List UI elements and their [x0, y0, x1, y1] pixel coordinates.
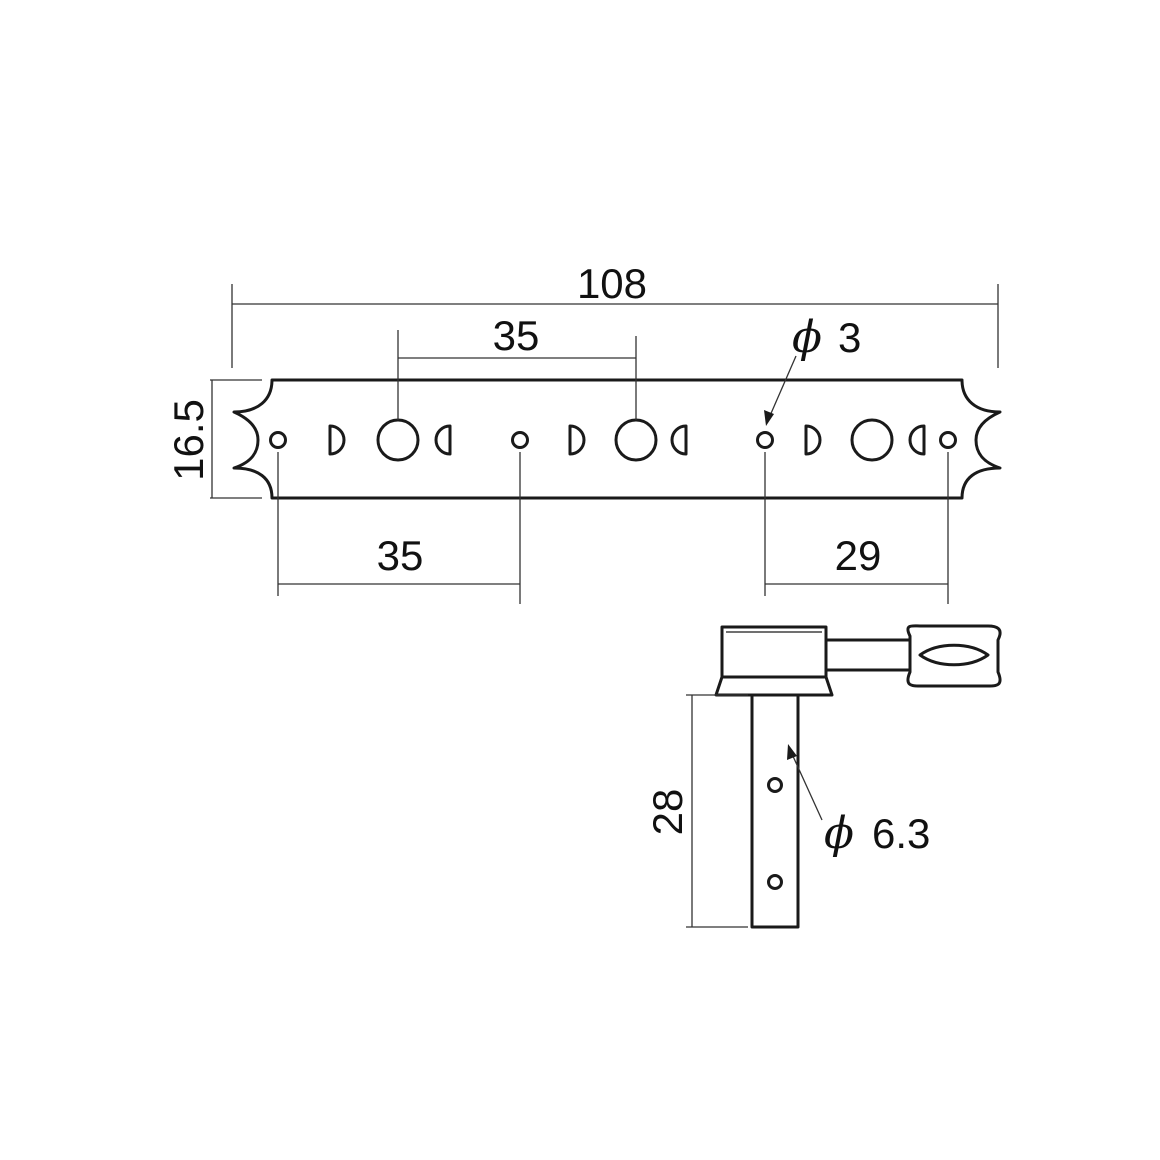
overall-length-label: 108 — [577, 260, 647, 307]
post-hole-1 — [376, 418, 420, 462]
screw-hole-1 — [269, 431, 287, 449]
string-post-hole — [767, 777, 783, 793]
tuner-side-view — [714, 624, 1002, 929]
screw-spacing-left-label: 35 — [377, 532, 424, 579]
post-hole-3 — [850, 418, 894, 462]
plate-height-label: 16.5 — [165, 399, 212, 481]
dimension-overall-length: 108 — [231, 260, 999, 368]
dimension-post-spacing: 35 — [397, 312, 637, 420]
screw-hole-3 — [756, 431, 774, 449]
string-post — [750, 693, 800, 929]
shaft-diameter-value: 6.3 — [872, 810, 930, 857]
half-moon-cutout — [908, 424, 926, 456]
leader-arrowhead — [764, 410, 774, 426]
half-moon-cutout — [670, 424, 688, 456]
housing-base-flange — [714, 675, 834, 697]
screw-hole-4 — [939, 431, 957, 449]
dimension-shaft-length: 28 — [644, 694, 748, 928]
dimension-screw-spacing-right: 29 — [764, 452, 949, 604]
hole-diameter-value: 3 — [838, 314, 861, 361]
string-post-hole — [767, 874, 783, 890]
screw-hole-2 — [511, 431, 529, 449]
gear-housing — [720, 625, 828, 679]
shaft-diameter-symbol: ϕ — [824, 808, 854, 859]
tuner-plate-top-view — [232, 378, 1002, 500]
plate-outline — [232, 378, 1002, 500]
post-hole-2 — [614, 418, 658, 462]
half-moon-cutout — [328, 424, 346, 456]
shaft-length-label: 28 — [644, 789, 691, 836]
half-moon-cutout — [804, 424, 822, 456]
half-moon-cutout — [434, 424, 452, 456]
dimension-screw-spacing-left: 35 — [277, 452, 521, 604]
leader-arrowhead — [787, 744, 797, 760]
post-spacing-label: 35 — [493, 312, 540, 359]
screw-spacing-right-label: 29 — [835, 532, 882, 579]
dimension-hole-diameter: ϕ 3 — [764, 312, 861, 426]
dimension-plate-height: 16.5 — [165, 379, 262, 499]
hole-diameter-symbol: ϕ — [792, 312, 822, 363]
half-moon-cutout — [568, 424, 586, 456]
dimension-shaft-diameter: ϕ 6.3 — [787, 744, 930, 859]
tuner-button — [906, 624, 1002, 688]
